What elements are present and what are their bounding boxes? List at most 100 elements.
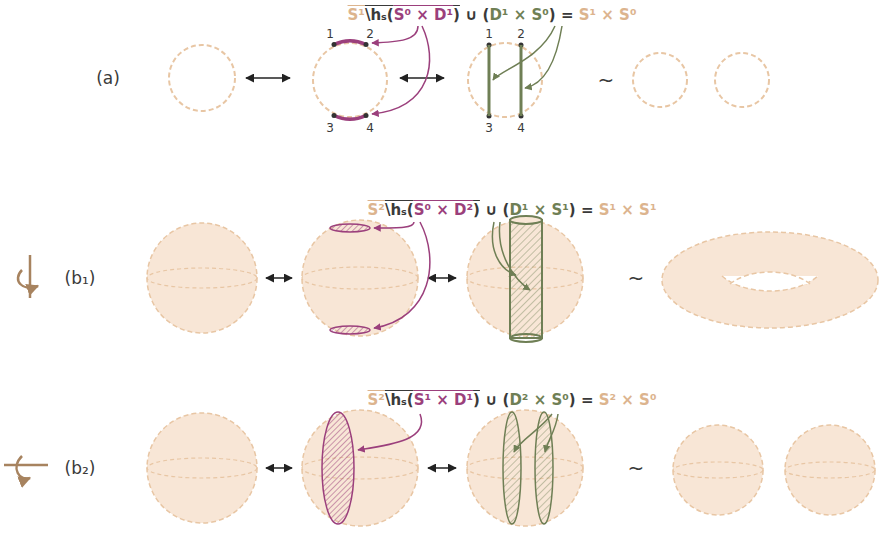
purple-pointer <box>372 26 430 114</box>
endpoint-dot <box>332 42 337 47</box>
endpoint-dot <box>364 42 369 47</box>
purple-pointer <box>372 26 418 43</box>
double-arrow <box>400 77 444 79</box>
point-number: 3 <box>485 122 493 134</box>
formula-text: \hₛ( <box>385 201 414 219</box>
formula: S¹\hₛ(S⁰ × D¹) ∪ (D¹ × S⁰) = S¹ × S⁰ <box>348 8 637 23</box>
panel-label: (a) <box>96 70 120 87</box>
formula-text: ) <box>453 6 460 24</box>
purple-pointer <box>374 222 414 228</box>
double-arrow <box>266 278 456 468</box>
purple-pointer <box>358 414 422 450</box>
point-number: 2 <box>366 28 374 40</box>
space-name: S² × S⁰ <box>599 391 657 409</box>
double-arrow <box>428 467 456 469</box>
formula: S²\hₛ(S¹ × D¹) ∪ (D² × S⁰) = S² × S⁰ <box>368 393 657 408</box>
rotate-icon <box>4 255 48 479</box>
equivalence-sign: ~ <box>598 70 615 90</box>
equator <box>673 462 763 478</box>
green-pointer <box>545 414 558 452</box>
green-segment <box>489 45 521 116</box>
green-pointer <box>492 222 530 290</box>
row-a <box>715 53 769 107</box>
sphere <box>785 425 875 515</box>
formula-text: ) = <box>569 201 599 219</box>
row-a <box>633 53 687 107</box>
green-segment <box>488 45 491 116</box>
row-a <box>169 43 769 117</box>
handle-name: D¹ × S¹ <box>509 201 568 219</box>
endpoint-dot <box>332 113 337 118</box>
formula-text: ) <box>473 201 480 219</box>
double-arrow <box>246 77 290 79</box>
point-number: 3 <box>326 122 334 134</box>
sphere <box>147 413 257 523</box>
space-name: S¹ × S⁰ <box>579 6 637 24</box>
purple-disk <box>330 224 370 232</box>
purple-pointer <box>372 26 430 114</box>
handle-name: S¹ × D¹ <box>414 391 473 409</box>
purple-arc <box>334 116 366 120</box>
point-number: 4 <box>517 122 525 134</box>
green-pointer <box>514 414 558 452</box>
space-name: S² <box>368 391 385 409</box>
purple-pointer <box>374 222 430 328</box>
purple-disk <box>330 224 370 334</box>
point-number: 1 <box>326 28 334 40</box>
purple-pointer <box>374 222 430 328</box>
sphere <box>673 425 763 515</box>
green-pointer <box>493 26 555 80</box>
equator <box>147 268 257 288</box>
handle-name: D¹ × S⁰ <box>489 6 548 24</box>
green-cylinder <box>510 220 542 338</box>
rotate-icon <box>17 456 30 479</box>
purple-band <box>322 412 354 524</box>
equator <box>147 458 257 478</box>
double-arrow <box>266 277 292 279</box>
purple-disk <box>330 326 370 334</box>
double-arrow <box>266 467 292 469</box>
row-a <box>468 43 542 117</box>
space-name: S¹ <box>348 6 365 24</box>
sphere <box>147 223 257 333</box>
torus <box>662 232 878 328</box>
formula-text: ) = <box>549 6 579 24</box>
formula-text: ∪ ( <box>480 201 509 219</box>
equator <box>467 457 583 479</box>
torus <box>730 272 810 284</box>
point-number: 2 <box>517 28 525 40</box>
space-name: S¹ × S¹ <box>599 201 657 219</box>
formula: S²\hₛ(S⁰ × D²) ∪ (D¹ × S¹) = S¹ × S¹ <box>368 203 657 218</box>
purple-band <box>322 412 354 524</box>
green-pointer <box>493 26 562 88</box>
rotate-icon <box>18 270 38 288</box>
green-pointer <box>525 26 562 88</box>
formula-text: ∪ ( <box>480 391 509 409</box>
equator <box>302 267 418 289</box>
purple-arc <box>334 41 366 119</box>
green-pointer <box>492 222 516 275</box>
equator <box>785 462 875 478</box>
green-pointer <box>499 222 530 290</box>
green-segment <box>520 45 523 116</box>
green-disk <box>503 412 553 524</box>
handle-name: D² × S⁰ <box>509 391 568 409</box>
formula-text: ∪ ( <box>460 6 489 24</box>
point-number: 4 <box>366 122 374 134</box>
formula-text: ) = <box>569 391 599 409</box>
handle-name: S⁰ × D¹ <box>394 6 453 24</box>
panel-label: (b₂) <box>65 460 96 477</box>
formula-text: ) <box>473 391 480 409</box>
rotate-icon <box>4 464 48 467</box>
purple-pointer <box>358 414 422 450</box>
green-cylinder <box>510 334 542 342</box>
space-name: S² <box>368 201 385 219</box>
equator <box>302 457 418 479</box>
sphere <box>302 410 418 526</box>
double-arrow <box>246 77 444 79</box>
green-cylinder <box>510 216 542 342</box>
endpoint-dot <box>364 113 369 118</box>
handle-name: S⁰ × D² <box>414 201 473 219</box>
